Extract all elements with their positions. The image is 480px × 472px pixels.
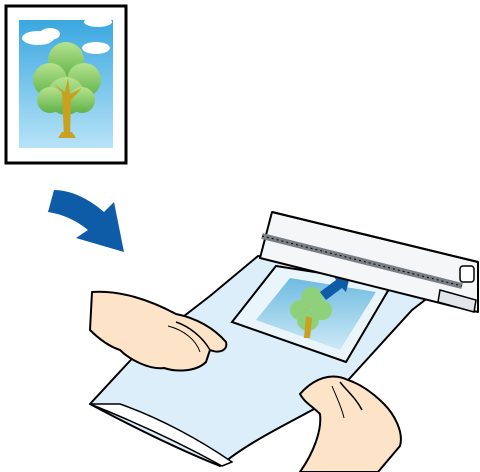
photo-of-tree-icon <box>6 6 126 163</box>
insert-arrow-icon <box>48 190 124 252</box>
